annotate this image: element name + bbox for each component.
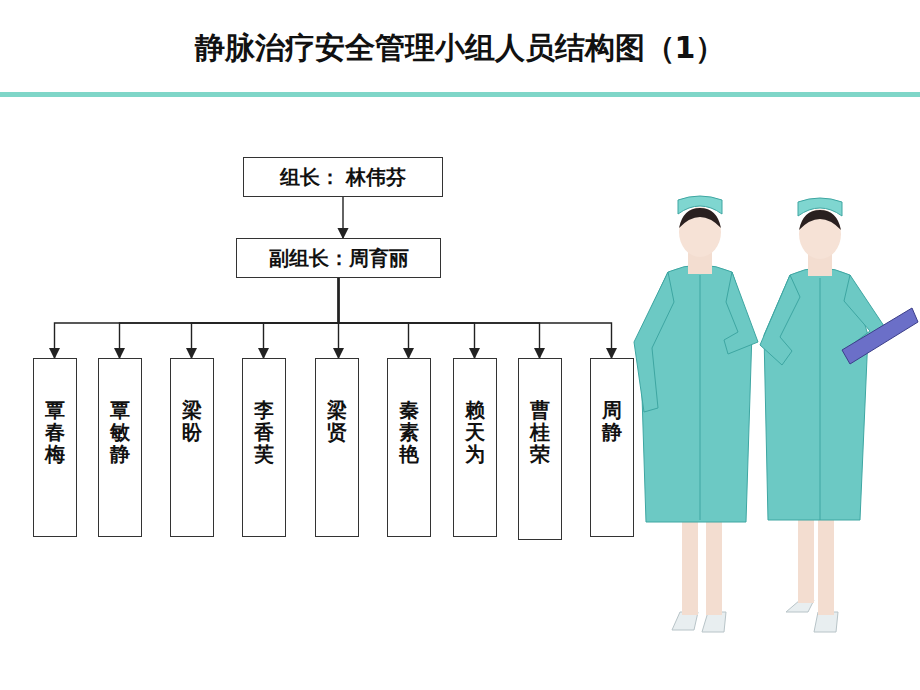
leader-name: 副组长：周育丽 — [269, 245, 409, 272]
member-name: 李香芙 — [254, 399, 274, 465]
slide-title: 静脉治疗安全管理小组人员结构图（1） — [0, 28, 920, 69]
nurse-figure — [760, 198, 918, 632]
connector-arrow — [120, 278, 339, 358]
leader-name: 组长： 林伟芬 — [280, 164, 407, 191]
member-box: 秦素艳 — [387, 358, 431, 537]
member-name: 曹桂荣 — [530, 399, 550, 465]
member-name: 覃春梅 — [45, 399, 65, 465]
member-box: 赖天为 — [453, 358, 497, 537]
member-box: 覃敏静 — [98, 358, 142, 537]
connector-arrow — [339, 278, 475, 358]
member-name: 赖天为 — [465, 399, 485, 465]
leader-box: 副组长：周育丽 — [236, 238, 441, 278]
connector-arrow — [192, 278, 339, 358]
member-box: 周静 — [590, 358, 634, 537]
member-box: 覃春梅 — [33, 358, 77, 537]
member-box: 曹桂荣 — [518, 358, 562, 540]
connector-arrow — [339, 278, 409, 358]
title-rule — [0, 92, 920, 97]
leader-box: 组长： 林伟芬 — [243, 157, 443, 197]
member-box: 李香芙 — [242, 358, 286, 537]
connector-arrow — [342, 197, 343, 238]
member-name: 覃敏静 — [110, 399, 130, 465]
connector-arrow — [339, 278, 540, 358]
member-name: 梁贤 — [327, 399, 347, 443]
connector-arrow — [55, 278, 339, 358]
member-name: 周静 — [602, 399, 622, 443]
connector-arrow — [339, 278, 612, 358]
member-box: 梁贤 — [315, 358, 359, 537]
member-box: 梁盼 — [170, 358, 214, 537]
connector-arrow — [264, 278, 339, 358]
member-name: 秦素艳 — [399, 399, 419, 465]
member-name: 梁盼 — [182, 399, 202, 443]
nurse-figure — [634, 196, 758, 632]
